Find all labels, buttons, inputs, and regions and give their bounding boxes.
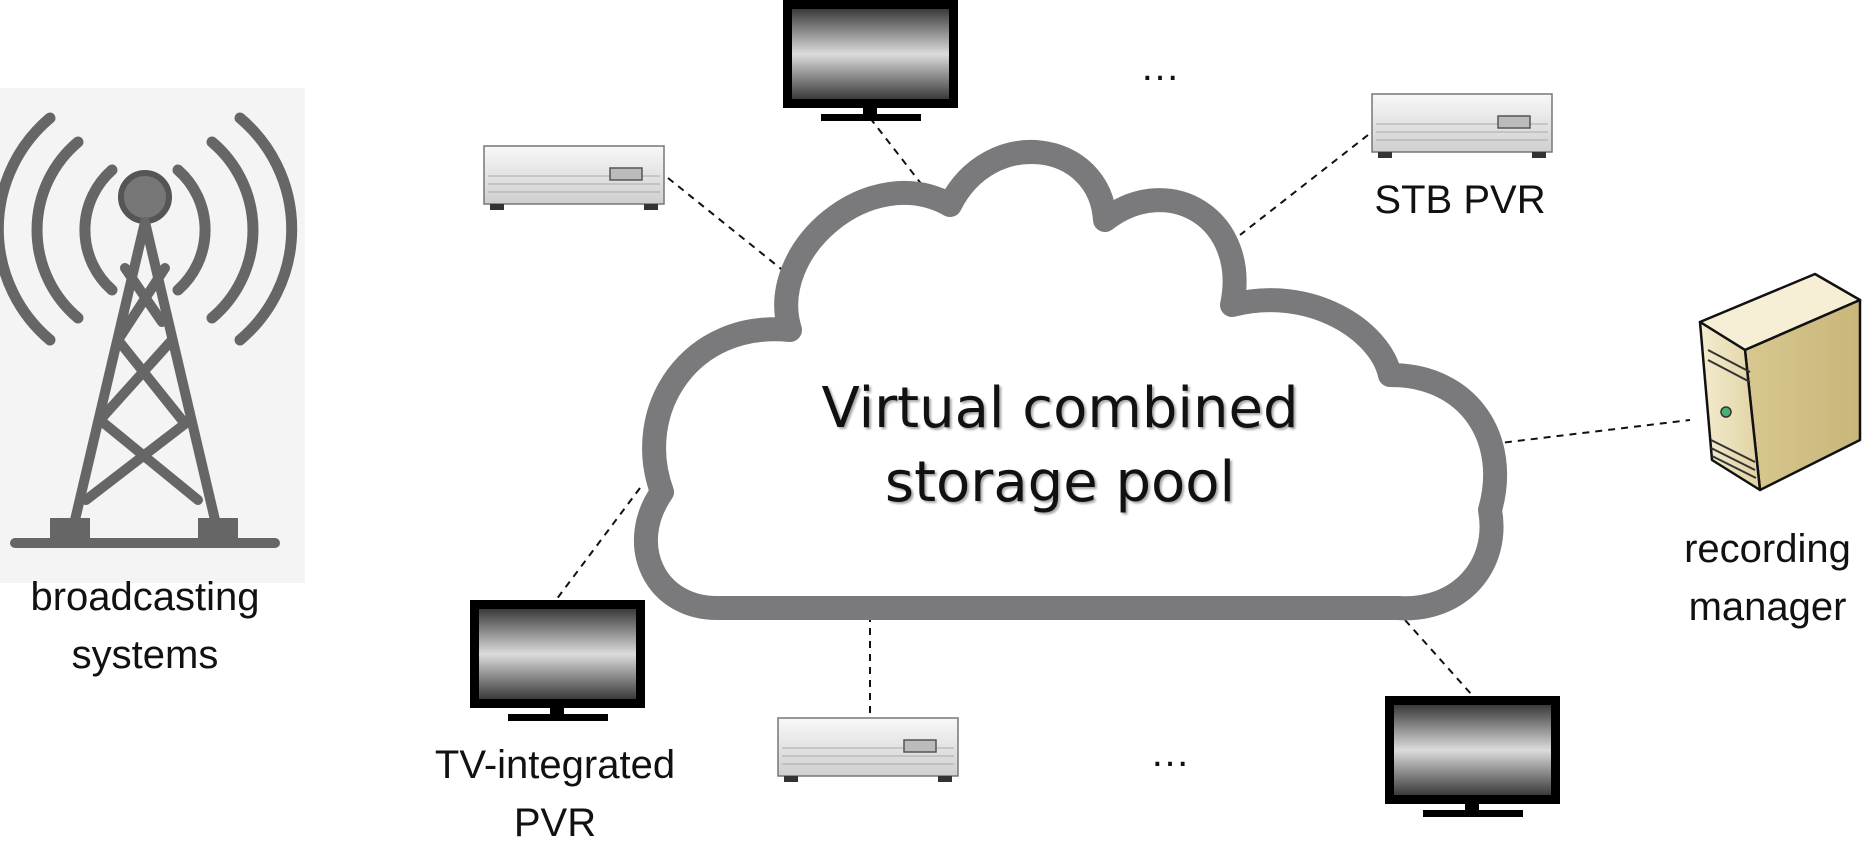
broadcast-tower-icon bbox=[0, 88, 305, 583]
cloud-label: Virtual combined storage pool bbox=[740, 372, 1380, 520]
tv-pvr-label-line-2: PVR bbox=[513, 801, 597, 845]
cloud-label-line-2: storage pool bbox=[884, 450, 1236, 515]
set-top-box-icon bbox=[777, 717, 959, 782]
server-icon bbox=[1698, 272, 1862, 492]
connector-recording-manager bbox=[1491, 419, 1691, 445]
recording-label-line-2: manager bbox=[1688, 585, 1847, 629]
broadcasting-label-line-2: systems bbox=[71, 633, 219, 677]
connector-stb-pvr bbox=[1239, 134, 1369, 236]
set-top-box-icon bbox=[483, 145, 665, 210]
recording-label-line-1: recording bbox=[1684, 527, 1851, 571]
stb-pvr-label: STB PVR bbox=[1374, 178, 1546, 222]
tv-icon bbox=[470, 600, 645, 721]
recording-manager-label: recording manager bbox=[1660, 520, 1875, 636]
tv-icon bbox=[1385, 696, 1560, 817]
set-top-box-icon bbox=[1371, 93, 1553, 158]
connector-stb-left bbox=[667, 177, 786, 273]
ellipsis-top: … bbox=[1140, 45, 1180, 89]
broadcasting-systems-label: broadcasting systems bbox=[0, 568, 290, 684]
cloud-icon bbox=[634, 140, 1508, 621]
tv-pvr-label-line-1: TV-integrated bbox=[434, 743, 676, 787]
tv-icon bbox=[783, 0, 958, 121]
connector-tv-integrated bbox=[555, 487, 641, 601]
broadcasting-label-line-1: broadcasting bbox=[30, 575, 260, 619]
connector-tv-bottom-right bbox=[1404, 619, 1473, 696]
cloud-label-line-1: Virtual combined bbox=[821, 376, 1299, 441]
tv-integrated-pvr-label: TV-integrated PVR bbox=[395, 736, 715, 852]
ellipsis-bottom: … bbox=[1150, 731, 1190, 775]
